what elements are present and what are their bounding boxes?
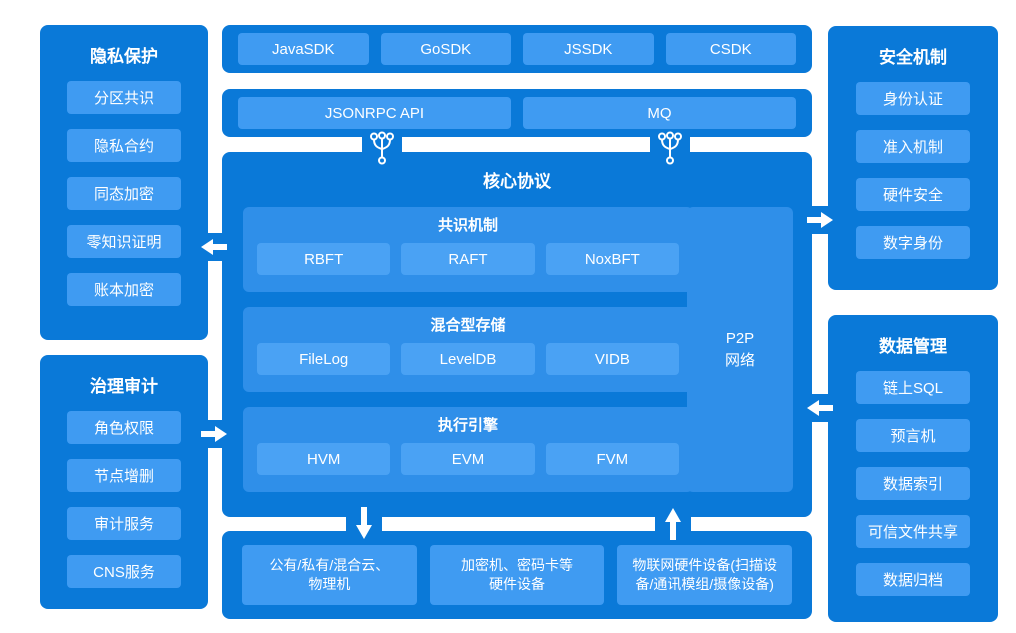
data-mgmt-node: 可信文件共享 (856, 515, 970, 548)
branch-connector-icon (658, 131, 682, 165)
arrow-left-icon (201, 239, 227, 255)
arrow-down-icon (356, 507, 372, 539)
privacy-node: 零知识证明 (67, 225, 181, 258)
arrow-right-icon (807, 212, 833, 228)
security-node: 数字身份 (856, 226, 970, 259)
infra-node: 加密机、密码卡等 硬件设备 (429, 545, 605, 605)
sdk-node: CSDK (665, 33, 796, 65)
api-bar: JSONRPC API MQ (222, 89, 812, 137)
security-node: 准入机制 (856, 130, 970, 163)
core-sections: 共识机制 RBFT RAFT NoxBFT 混合型存储 FileLog Leve… (243, 207, 693, 507)
section-label: 混合型存储 (430, 317, 506, 334)
governance-node: 角色权限 (67, 411, 181, 444)
governance-node: CNS服务 (67, 555, 181, 588)
privacy-node: 分区共识 (67, 81, 181, 114)
arrow-left-icon (807, 400, 833, 416)
p2p-line: P2P (725, 329, 755, 347)
infra-node: 物联网硬件设备(扫描设 备/通讯模组/摄像设备) (617, 545, 793, 605)
section-label: 执行引擎 (437, 417, 498, 434)
data-mgmt-node: 数据归档 (856, 563, 970, 596)
governance-node: 节点增删 (67, 459, 181, 492)
sdk-node: JSSDK (523, 33, 654, 65)
data-mgmt-node: 预言机 (856, 419, 970, 452)
panel-title: 数据管理 (879, 337, 947, 356)
security-node: 硬件安全 (856, 178, 970, 211)
storage-node: LevelDB (401, 343, 535, 375)
core-protocol-block: 核心协议 共识机制 RBFT RAFT NoxBFT 混合型存储 FileLog… (222, 152, 812, 517)
section-execution: 执行引擎 HVM EVM FVM (243, 407, 693, 492)
panel-data-management: 数据管理 链上SQL 预言机 数据索引 可信文件共享 数据归档 (828, 315, 998, 622)
governance-node: 审计服务 (67, 507, 181, 540)
execution-node: HVM (257, 443, 391, 475)
consensus-node: RAFT (401, 243, 535, 275)
security-node: 身份认证 (856, 82, 970, 115)
panel-title: 安全机制 (879, 48, 947, 67)
arrow-right-icon (201, 426, 227, 442)
panel-title: 隐私保护 (90, 47, 158, 66)
api-node: JSONRPC API (238, 97, 511, 129)
data-mgmt-node: 数据索引 (856, 467, 970, 500)
infrastructure-bar: 公有/私有/混合云、 物理机 加密机、密码卡等 硬件设备 物联网硬件设备(扫描设… (222, 531, 812, 619)
panel-title: 治理审计 (90, 377, 158, 396)
branch-connector-icon (370, 131, 394, 165)
core-title: 核心协议 (483, 172, 551, 191)
panel-security-mechanism: 安全机制 身份认证 准入机制 硬件安全 数字身份 (828, 26, 998, 290)
consensus-node: NoxBFT (545, 243, 679, 275)
panel-privacy-protection: 隐私保护 分区共识 隐私合约 同态加密 零知识证明 账本加密 (40, 25, 208, 340)
storage-node: FileLog (257, 343, 391, 375)
sdk-node: JavaSDK (238, 33, 369, 65)
panel-governance-audit: 治理审计 角色权限 节点增删 审计服务 CNS服务 (40, 355, 208, 609)
privacy-node: 同态加密 (67, 177, 181, 210)
data-mgmt-node: 链上SQL (856, 371, 970, 404)
consensus-node: RBFT (257, 243, 391, 275)
execution-node: EVM (401, 443, 535, 475)
p2p-network-node: P2P 网络 (687, 207, 793, 492)
privacy-node: 隐私合约 (67, 129, 181, 162)
infra-node: 公有/私有/混合云、 物理机 (242, 545, 417, 605)
privacy-node: 账本加密 (67, 273, 181, 306)
api-node: MQ (523, 97, 796, 129)
sdk-bar: JavaSDK GoSDK JSSDK CSDK (222, 25, 812, 73)
execution-node: FVM (545, 443, 679, 475)
p2p-line: 网络 (724, 351, 755, 369)
section-consensus: 共识机制 RBFT RAFT NoxBFT (243, 207, 693, 292)
section-storage: 混合型存储 FileLog LevelDB VIDB (243, 307, 693, 392)
sdk-node: GoSDK (380, 33, 511, 65)
section-label: 共识机制 (437, 217, 498, 234)
storage-node: VIDB (545, 343, 679, 375)
arrow-up-icon (665, 508, 681, 540)
